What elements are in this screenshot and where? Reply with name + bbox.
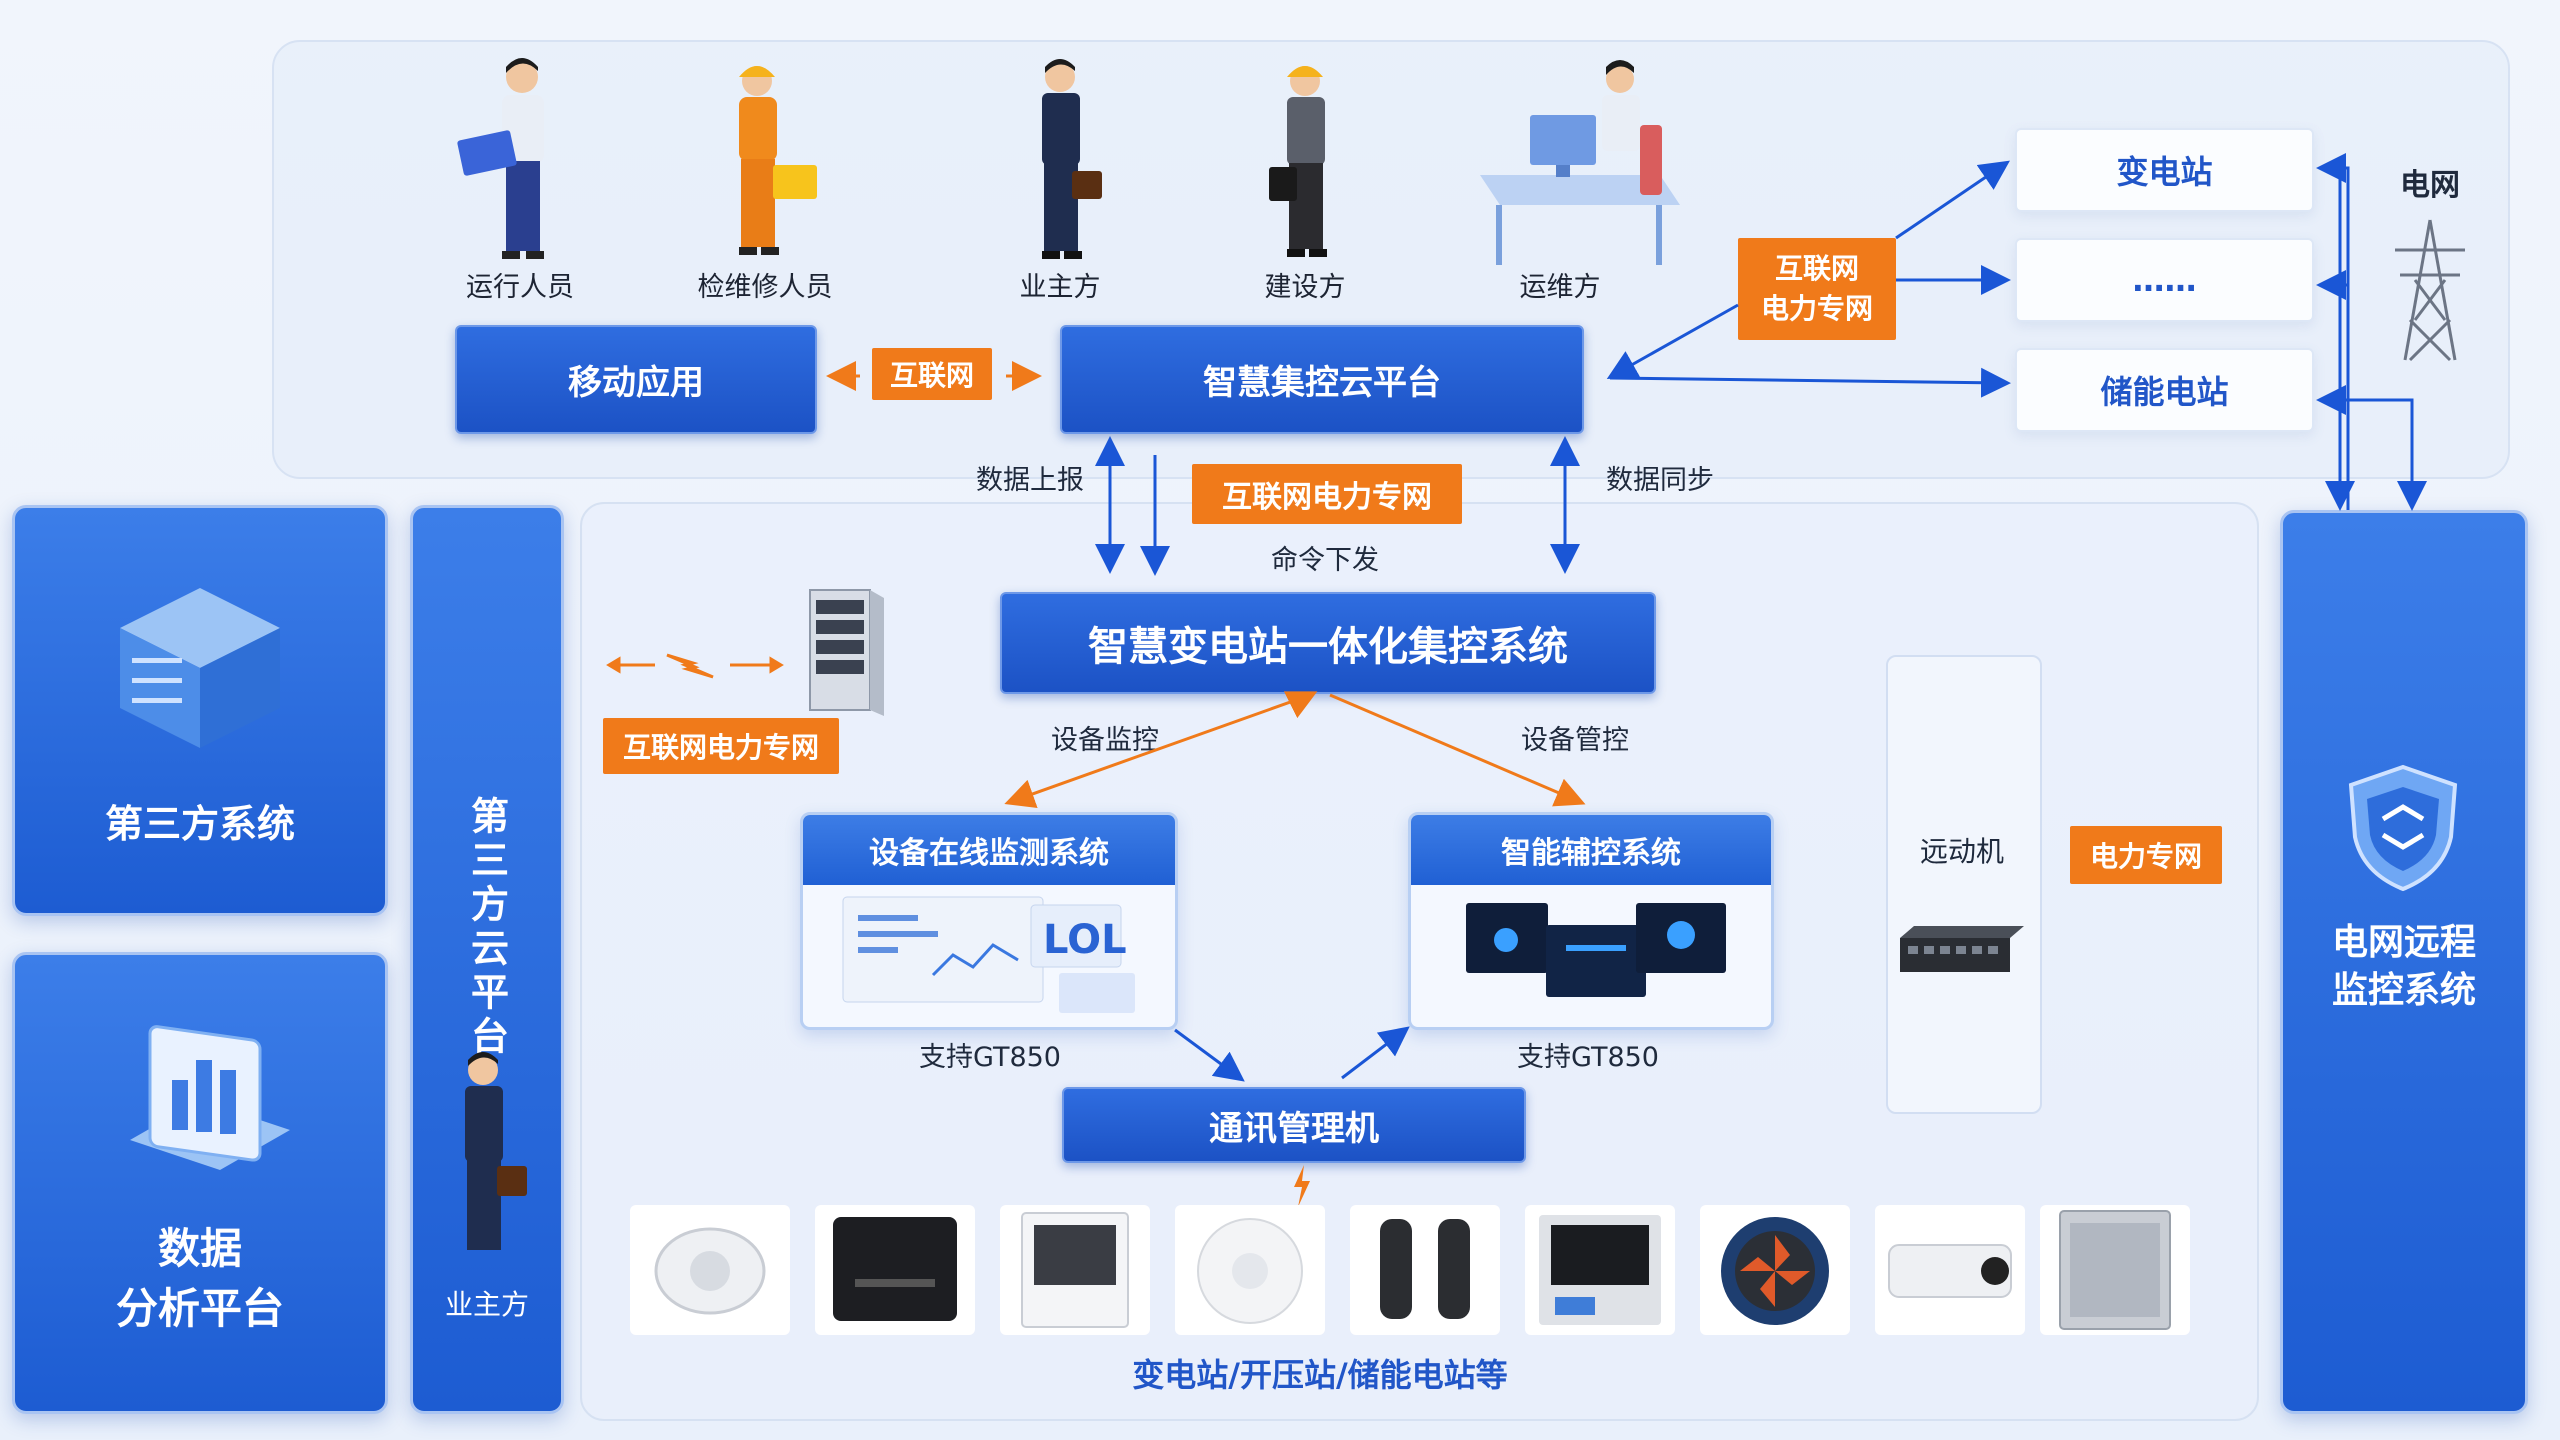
to-substation-arrow (1895, 160, 2010, 240)
controller-box-icon (815, 1205, 975, 1335)
stakeholder-label: 建设方 (1264, 272, 1346, 303)
display-panel-icon (1000, 1205, 1150, 1335)
svg-text:LOL: LOL (1043, 917, 1127, 963)
online-monitor-system-card[interactable]: 设备在线监测系统 LOL (800, 812, 1178, 1030)
data-analysis-platform-card[interactable]: 数据 分析平台 (12, 952, 388, 1414)
grid-remote-monitor-card[interactable]: 电网远程 监控系统 (2280, 510, 2528, 1414)
power-tower-icon (2395, 219, 2465, 362)
internet-tag: 互联网 (872, 348, 992, 400)
grid-to-substation (2316, 153, 2350, 510)
person-laptop-icon (457, 58, 544, 259)
owner-label: 业主方 (444, 1288, 529, 1321)
rtu-label: 远动机 (1919, 835, 2004, 868)
worker-toolbox-icon (739, 66, 817, 255)
ellipsis-box: …… (2015, 238, 2314, 322)
shield-icon (2348, 764, 2458, 892)
mobile-app-button[interactable]: 移动应用 (455, 325, 817, 434)
power-network-tag: 电力专网 (2070, 826, 2222, 884)
left-network-tag: 互联网电力专网 (603, 718, 839, 774)
stakeholder-label: 业主方 (1019, 272, 1101, 303)
analytics-chart-icon (130, 1025, 290, 1170)
storage-station-box[interactable]: 储能电站 (2015, 348, 2314, 432)
stakeholder-label: 运行人员 (466, 272, 574, 303)
server-rack-icon (809, 589, 884, 716)
monitor-link-arrow (1004, 693, 1311, 809)
aux-control-system-card[interactable]: 智能辅控系统 (1408, 812, 1774, 1030)
comm-to-aux (1341, 1026, 1410, 1080)
monitor-terminal-icon (1525, 1205, 1675, 1335)
data-sync-label: 数据同步 (1606, 465, 1714, 496)
gt850-support-1: 支持GT850 (919, 1042, 1061, 1073)
stakeholder-label: 运维方 (1519, 272, 1601, 303)
control-link-arrow (1329, 693, 1586, 807)
operator-desk-icon (1480, 60, 1680, 265)
internet-power-tag: 互联网 电力专网 (1738, 238, 1896, 340)
monitor-to-comm (1174, 1028, 1245, 1082)
motion-sensor-icon (1175, 1205, 1325, 1335)
stakeholder-4: 建设方 (1205, 55, 1405, 305)
dashboard-screens-icon: LOL (842, 896, 1135, 1013)
camera-icon (1875, 1205, 2025, 1335)
substation-box[interactable]: 变电站 (2015, 128, 2314, 212)
wireless-link-icon (606, 653, 784, 679)
owner-person-icon (465, 1052, 527, 1250)
lightning-icon (1294, 1165, 1310, 1207)
device-monitor-label: 设备监控 (1051, 725, 1159, 756)
stakeholder-5: 运维方 (1460, 55, 1710, 305)
builder-icon (1269, 66, 1327, 257)
smoke-detector-icon (630, 1205, 790, 1335)
control-screens-icon (1466, 903, 1726, 997)
data-analysis-label-2: 分析平台 (115, 1284, 284, 1333)
from-tag-to-cloud (1606, 303, 1739, 379)
grid-remote-label-2: 监控系统 (2331, 970, 2476, 1011)
businessman-phone-icon (1042, 59, 1102, 259)
mid-network-tag: 互联网电力专网 (1192, 464, 1462, 524)
comm-manager-button[interactable]: 通讯管理机 (1062, 1087, 1526, 1163)
third-party-system-card[interactable]: 第三方系统 (12, 505, 388, 916)
rtu-panel (1886, 655, 2042, 1114)
third-party-cloud-card[interactable]: 第三方云平台 业主方 (410, 505, 564, 1414)
station-to-remote-2 (2330, 398, 2427, 511)
infrared-beam-icon (1350, 1205, 1500, 1335)
gt850-support-2: 支持GT850 (1517, 1042, 1659, 1073)
main-control-system-button[interactable]: 智慧变电站一体化集控系统 (1000, 592, 1656, 694)
device-control-label: 设备管控 (1521, 725, 1629, 756)
third-party-system-label: 第三方系统 (104, 802, 295, 846)
online-monitor-system-title: 设备在线监测系统 (803, 815, 1175, 885)
stakeholder-label: 检维修人员 (697, 272, 833, 303)
grid-remote-label-1: 电网远程 (2331, 922, 2476, 963)
server-stack-icon (120, 588, 280, 748)
cloud-platform-button[interactable]: 智慧集控云平台 (1060, 325, 1584, 434)
grid-label: 电网 (2400, 168, 2460, 203)
data-analysis-label-1: 数据 (157, 1224, 242, 1273)
stakeholder-3: 业主方 (960, 55, 1160, 305)
device-row (630, 1205, 2190, 1335)
to-storage-arrow (1609, 367, 2011, 398)
aux-control-system-title: 智能辅控系统 (1411, 815, 1771, 885)
stakeholder-2: 检维修人员 (665, 55, 865, 305)
facility-footer: 变电站/开压站/储能电站等 (1132, 1356, 1508, 1394)
cabinet-icon (2040, 1205, 2190, 1335)
third-party-cloud-label: 第三方云平台 (464, 796, 509, 1060)
stakeholder-1: 运行人员 (430, 55, 610, 305)
command-label: 命令下发 (1271, 545, 1379, 576)
data-report-label: 数据上报 (976, 465, 1084, 496)
rtu-device-icon (1900, 926, 2024, 972)
exhaust-fan-icon (1700, 1205, 1850, 1335)
